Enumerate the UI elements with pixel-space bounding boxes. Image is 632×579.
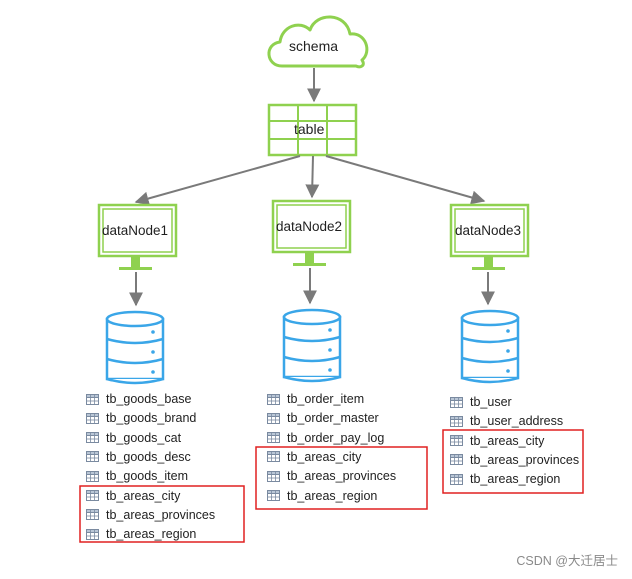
table-icon [86, 528, 99, 540]
table-name: tb_areas_city [470, 433, 545, 448]
table-name: tb_areas_region [470, 472, 561, 487]
table-name: tb_areas_city [106, 488, 181, 503]
table-row: tb_user_address [450, 412, 563, 430]
arrow-table-node2 [305, 155, 320, 199]
arrow-table-node3 [325, 155, 486, 205]
highlight-box-2 [255, 446, 428, 510]
table-row: tb_goods_cat [86, 429, 181, 447]
database-icon [282, 308, 342, 383]
node-label-3: dataNode3 [455, 223, 522, 238]
table-row: tb_areas_city [86, 487, 180, 505]
table-row: tb_goods_desc [86, 448, 191, 466]
database-icon [105, 310, 165, 385]
table-row: tb_order_item [267, 390, 364, 408]
table-name: tb_user [470, 395, 512, 409]
table-name: tb_areas_provinces [470, 452, 580, 467]
monitor-icon [271, 199, 352, 266]
table-name: tb_goods_cat [106, 430, 182, 445]
table-name: tb_goods_brand [106, 411, 197, 426]
schema-label: schema [289, 38, 339, 54]
table-row: tb_areas_region [267, 487, 377, 505]
table-icon [450, 396, 463, 408]
node-label-2: dataNode2 [276, 219, 343, 234]
table-row: tb_order_master [267, 409, 379, 427]
table-row: tb_areas_provinces [86, 506, 215, 524]
table-row: tb_areas_region [450, 470, 560, 488]
table-name: tb_areas_provinces [287, 469, 397, 484]
cloud-icon [267, 15, 369, 69]
table-icon [267, 412, 280, 424]
table-name: tb_goods_item [106, 469, 189, 484]
table-row: tb_goods_item [86, 467, 188, 485]
table-icon [267, 490, 280, 501]
table-label: table [294, 121, 325, 137]
monitor-icon [449, 203, 530, 270]
monitor-icon [97, 203, 178, 270]
table-row: tb_areas_city [450, 432, 544, 450]
table-name: tb_order_pay_log [287, 430, 385, 445]
table-icon [450, 435, 463, 447]
table-name: tb_order_item [287, 392, 365, 406]
table-row: tb_goods_brand [86, 409, 196, 427]
table-icon [267, 470, 280, 482]
table-name: tb_order_master [287, 411, 379, 426]
table-name: tb_areas_region [287, 488, 378, 503]
table-row: tb_areas_provinces [267, 467, 396, 485]
table-row: tb_order_pay_log [267, 429, 384, 447]
table-icon [450, 473, 463, 485]
table-icon [86, 490, 99, 501]
table-icon [267, 451, 280, 463]
table-name: tb_areas_city [287, 449, 362, 464]
table-icon [86, 509, 99, 521]
table-name: tb_user_address [470, 414, 564, 429]
table-row: tb_user [450, 393, 512, 411]
table-row: tb_areas_provinces [450, 451, 579, 469]
arrow-table-node1 [134, 155, 301, 206]
table-icon [450, 454, 463, 466]
table-icon [267, 393, 280, 405]
table-icon [86, 393, 99, 405]
table-icon [267, 432, 280, 444]
table-name: tb_areas_region [106, 527, 197, 542]
table-icon [86, 470, 99, 482]
table-name: tb_areas_provinces [106, 507, 216, 522]
watermark: CSDN @大迁居士 [516, 554, 618, 568]
database-icon [460, 309, 520, 384]
table-row: tb_areas_region [86, 525, 196, 543]
table-row: tb_goods_base [86, 390, 192, 408]
table-icon [86, 432, 99, 444]
highlight-box-1 [79, 485, 245, 543]
table-name: tb_goods_desc [106, 449, 191, 464]
table-row: tb_areas_city [267, 448, 361, 466]
table-icon [86, 412, 99, 424]
table-name: tb_goods_base [106, 392, 192, 406]
table-icon [450, 415, 463, 427]
table-icon [86, 451, 99, 463]
highlight-box-3 [442, 429, 584, 494]
node-label-1: dataNode1 [102, 223, 169, 238]
grid-icon [267, 103, 358, 157]
